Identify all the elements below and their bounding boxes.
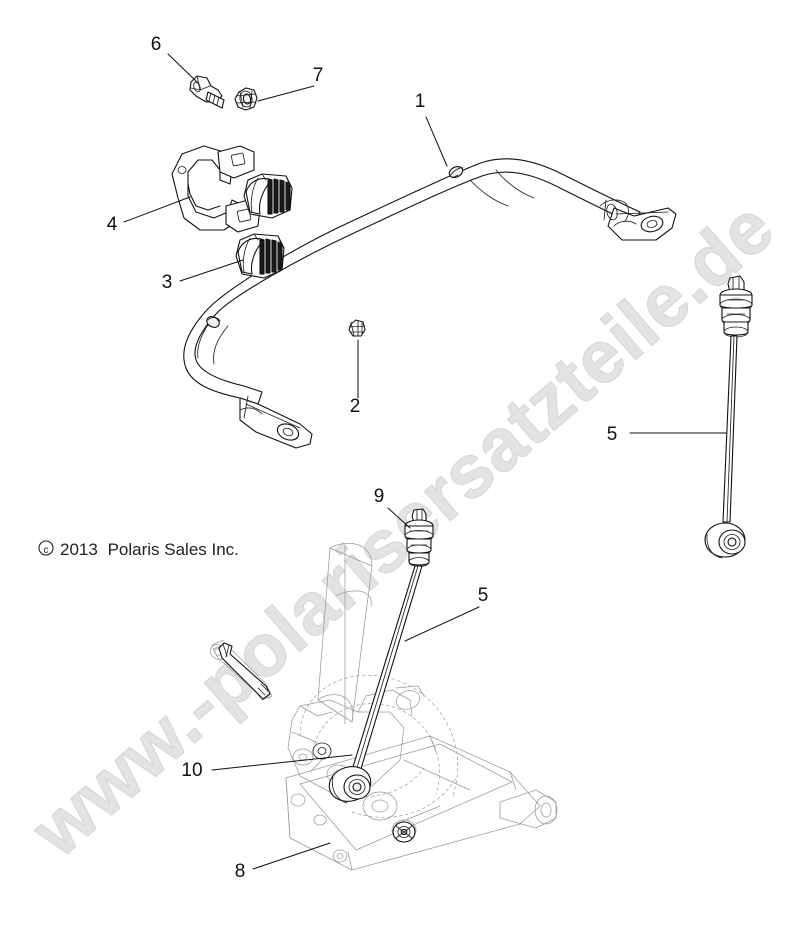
- lower-control-arm: [285, 735, 558, 871]
- leader-10: [211, 754, 353, 771]
- bar-saddle-right: [599, 199, 629, 223]
- callout-numbers: 1 2 3 4 5 5 6 7 8 9 10: [107, 34, 618, 882]
- callout-6: 6: [151, 34, 162, 55]
- copyright-notice: c 2013 Polaris Sales Inc.: [38, 540, 239, 559]
- part-stabilizer-link-front: [328, 508, 434, 804]
- hub-phantom: [299, 674, 459, 818]
- copyright-text: 2013 Polaris Sales Inc.: [60, 540, 239, 559]
- part-stabilizer-bar: [183, 158, 677, 449]
- copyright-year: 2013: [60, 540, 98, 559]
- part-stabilizer-link-right: [704, 275, 753, 559]
- callout-5: 5: [607, 424, 618, 445]
- callout-10: 10: [181, 760, 202, 781]
- leader-3: [179, 259, 244, 282]
- copyright-symbol: c: [44, 545, 49, 556]
- callout-1: 1: [415, 91, 426, 112]
- copyright-circle: [38, 540, 54, 556]
- watermark: www.-polarisersatzteile.de: [15, 184, 790, 874]
- link-lower-eyelet: [704, 522, 746, 559]
- part-stabilizer-bushing-upper: [243, 173, 293, 219]
- link-front-upper-bushing: [404, 508, 434, 567]
- knuckle-bolt-detail: [218, 642, 271, 700]
- copyright-owner: Polaris Sales Inc.: [108, 540, 239, 559]
- callout-4: 4: [107, 214, 118, 235]
- bar-end-tab-left: [239, 395, 313, 449]
- knuckle-nut-detail: [392, 821, 416, 843]
- control-arm-pivot-tube: [499, 789, 558, 829]
- leader-8: [252, 842, 331, 870]
- part-flange-nut: [348, 319, 366, 337]
- leader-9: [387, 507, 411, 529]
- leader-5b: [404, 606, 480, 642]
- bar-stop-collar: [448, 166, 464, 179]
- bar-end-tab-right: [607, 207, 677, 241]
- leader-7: [257, 85, 315, 102]
- link-front-lower-eyelet: [328, 766, 372, 804]
- callout-2: 2: [350, 396, 361, 417]
- callout-9: 9: [374, 486, 385, 507]
- shock-tube: [317, 542, 373, 725]
- part-stabilizer-bushing-lower: [235, 233, 285, 279]
- leader-1: [425, 116, 448, 167]
- watermark-text: www.-polarisersatzteile.de: [15, 184, 789, 872]
- bar-stop-collar-left: [206, 316, 221, 328]
- callout-3: 3: [162, 272, 173, 293]
- callout-leaders: [123, 53, 727, 870]
- callout-5b: 5: [478, 585, 489, 606]
- link-upper-bushing: [719, 275, 753, 338]
- leader-6: [167, 53, 200, 85]
- knuckle-washer-detail: [312, 742, 332, 760]
- part-lock-nut: [234, 87, 258, 111]
- callout-8: 8: [235, 861, 246, 882]
- callout-7: 7: [313, 65, 324, 86]
- leader-4: [123, 196, 191, 223]
